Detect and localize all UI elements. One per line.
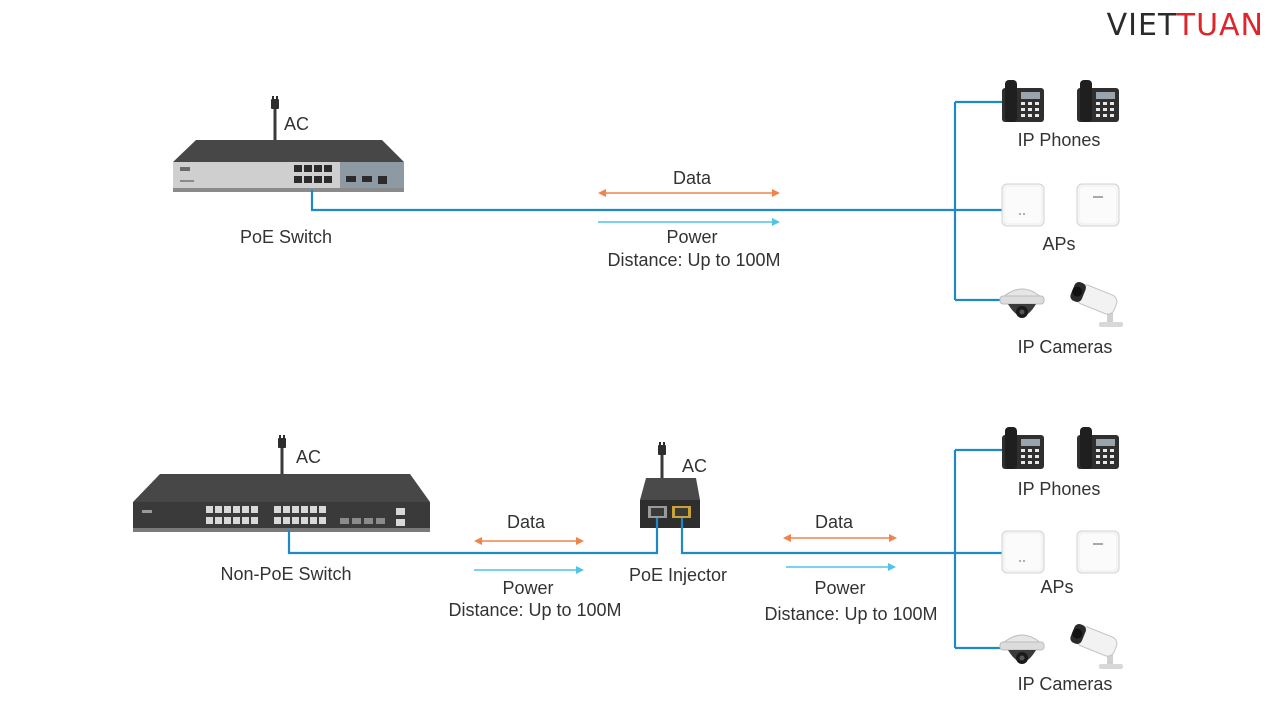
bottom-right-power-label: Power [814,578,866,598]
bottom-ip-cameras-label: IP Cameras [1017,674,1113,694]
top-ip-phone-icon-2 [1077,80,1119,122]
top-ac-label: AC [284,114,310,134]
bottom-dome-camera-icon [999,634,1045,665]
top-data-arrow [598,189,780,197]
brand-logo-part2: TUAN [1176,8,1264,43]
bottom-ap-icon-2 [1076,530,1120,574]
bottom-left-distance-label: Distance: Up to 100M [448,600,622,620]
top-power-arrow [598,218,780,226]
bottom-left-data-arrow [474,537,584,545]
bottom-aps-label: APs [1040,577,1074,597]
top-bullet-camera-icon [1068,279,1124,328]
top-switch-label: PoE Switch [239,227,333,247]
top-ap-icon-2 [1076,183,1120,227]
top-ip-phone-icon-1 [1002,80,1044,122]
bottom-right-distance-label: Distance: Up to 100M [764,604,938,624]
top-ac-plug-icon [271,96,279,140]
top-ip-phones-label: IP Phones [1017,130,1101,150]
top-power-label: Power [666,227,718,247]
top-cable [310,100,1002,302]
bottom-switch-ac-label: AC [296,447,322,467]
bottom-cable [287,448,1002,650]
brand-logo: VIETTUAN [1107,8,1264,43]
bottom-ap-icon-1 [1001,530,1045,574]
poe-injector-icon [640,442,700,528]
poe-switch-icon [173,140,404,192]
bottom-left-data-label: Data [506,512,546,532]
bottom-switch-ac-plug-icon [278,435,286,474]
bottom-right-power-arrow [786,563,896,571]
top-dome-camera-icon [999,288,1045,319]
top-aps-label: APs [1042,234,1076,254]
top-ap-icon-1 [1001,183,1045,227]
bottom-ip-phone-icon-2 [1077,427,1119,469]
top-ip-cameras-label: IP Cameras [1017,337,1113,357]
bottom-left-power-arrow [474,566,584,574]
bottom-injector-ac-label: AC [682,456,708,476]
bottom-bullet-camera-icon [1068,621,1124,670]
bottom-ip-phone-icon-1 [1002,427,1044,469]
bottom-right-data-arrow [783,534,897,542]
bottom-ip-phones-label: IP Phones [1017,479,1101,499]
top-data-label: Data [672,168,712,188]
bottom-right-data-label: Data [814,512,854,532]
bottom-switch-label: Non-PoE Switch [220,564,352,584]
bottom-injector-label: PoE Injector [628,565,728,585]
brand-logo-part1: VIET [1106,8,1177,43]
top-distance-label: Distance: Up to 100M [607,250,781,270]
non-poe-switch-icon [133,474,430,532]
bottom-left-power-label: Power [502,578,554,598]
